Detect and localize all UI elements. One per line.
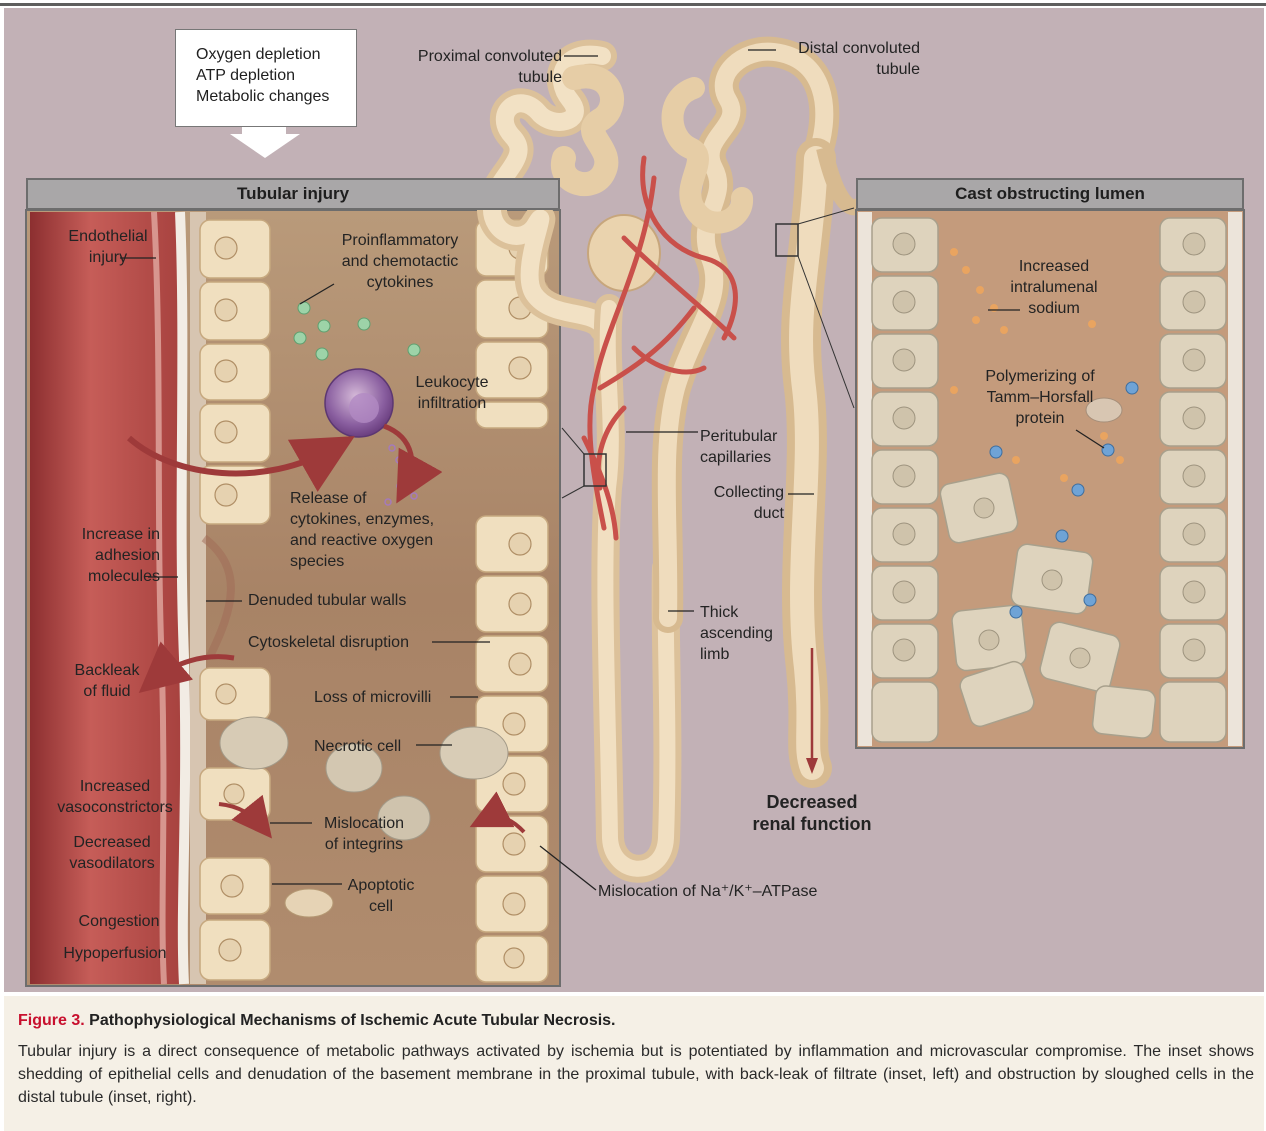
caption-body: Tubular injury is a direct consequence o… — [18, 1040, 1254, 1109]
label-adhesion-molecules: Increase in adhesion molecules — [44, 524, 160, 587]
label-hypoperfusion: Hypoperfusion — [50, 943, 180, 964]
label-cytoskeletal-disruption: Cytoskeletal disruption — [248, 632, 438, 653]
label-increased-vasoconstrictors: Increased vasoconstrictors — [44, 776, 186, 818]
label-distal-tubule: Distal convoluted tubule — [774, 38, 920, 80]
label-backleak-of-fluid: Backleak of fluid — [60, 660, 154, 702]
figure-number: Figure 3. — [18, 1012, 85, 1029]
label-proximal-tubule: Proximal convoluted tubule — [396, 46, 562, 88]
label-thick-ascending-limb: Thick ascending limb — [700, 602, 780, 665]
ischemia-trigger-box: Oxygen depletion ATP depletion Metabolic… — [175, 29, 357, 127]
label-apoptotic-cell: Apoptotic cell — [340, 875, 422, 917]
label-endothelial-injury: Endothelial injury — [56, 226, 160, 268]
label-decreased-vasodilators: Decreased vasodilators — [52, 832, 172, 874]
label-mislocation-atpase: Mislocation of Na⁺/K⁺–ATPase — [598, 881, 848, 902]
trigger-line-atp: ATP depletion — [196, 65, 356, 86]
figure-illustration: Oxygen depletion ATP depletion Metabolic… — [4, 8, 1264, 992]
illustration-artwork — [4, 8, 1264, 992]
trigger-line-metabolic: Metabolic changes — [196, 86, 356, 107]
label-mislocation-of-integrins: Mislocation of integrins — [316, 813, 412, 855]
label-cytokines: Proinflammatory and chemotactic cytokine… — [314, 230, 486, 293]
figure-title: Pathophysiological Mechanisms of Ischemi… — [89, 1012, 615, 1029]
label-denuded-tubular-walls: Denuded tubular walls — [248, 590, 448, 611]
label-congestion: Congestion — [64, 911, 174, 932]
figure-caption: Figure 3. Pathophysiological Mechanisms … — [4, 996, 1264, 1131]
trigger-line-oxygen: Oxygen depletion — [196, 44, 356, 65]
cast-obstructing-banner: Cast obstructing lumen — [856, 178, 1244, 210]
label-decreased-renal-function: Decreased renal function — [740, 791, 884, 835]
tubular-injury-banner: Tubular injury — [26, 178, 560, 210]
label-release-of-cytokines: Release of cytokines, enzymes, and react… — [290, 488, 466, 572]
label-peritubular-capillaries: Peritubular capillaries — [700, 426, 800, 468]
label-loss-of-microvilli: Loss of microvilli — [314, 687, 454, 708]
label-leukocyte-infiltration: Leukocyte infiltration — [402, 372, 502, 414]
label-intralumenal-sodium: Increased intralumenal sodium — [998, 256, 1110, 319]
top-rule — [0, 3, 1266, 6]
label-tamm-horsfall: Polymerizing of Tamm–Horsfall protein — [966, 366, 1114, 429]
caption-title: Figure 3. Pathophysiological Mechanisms … — [18, 1012, 616, 1030]
label-collecting-duct: Collecting duct — [690, 482, 784, 524]
label-necrotic-cell: Necrotic cell — [314, 736, 424, 757]
